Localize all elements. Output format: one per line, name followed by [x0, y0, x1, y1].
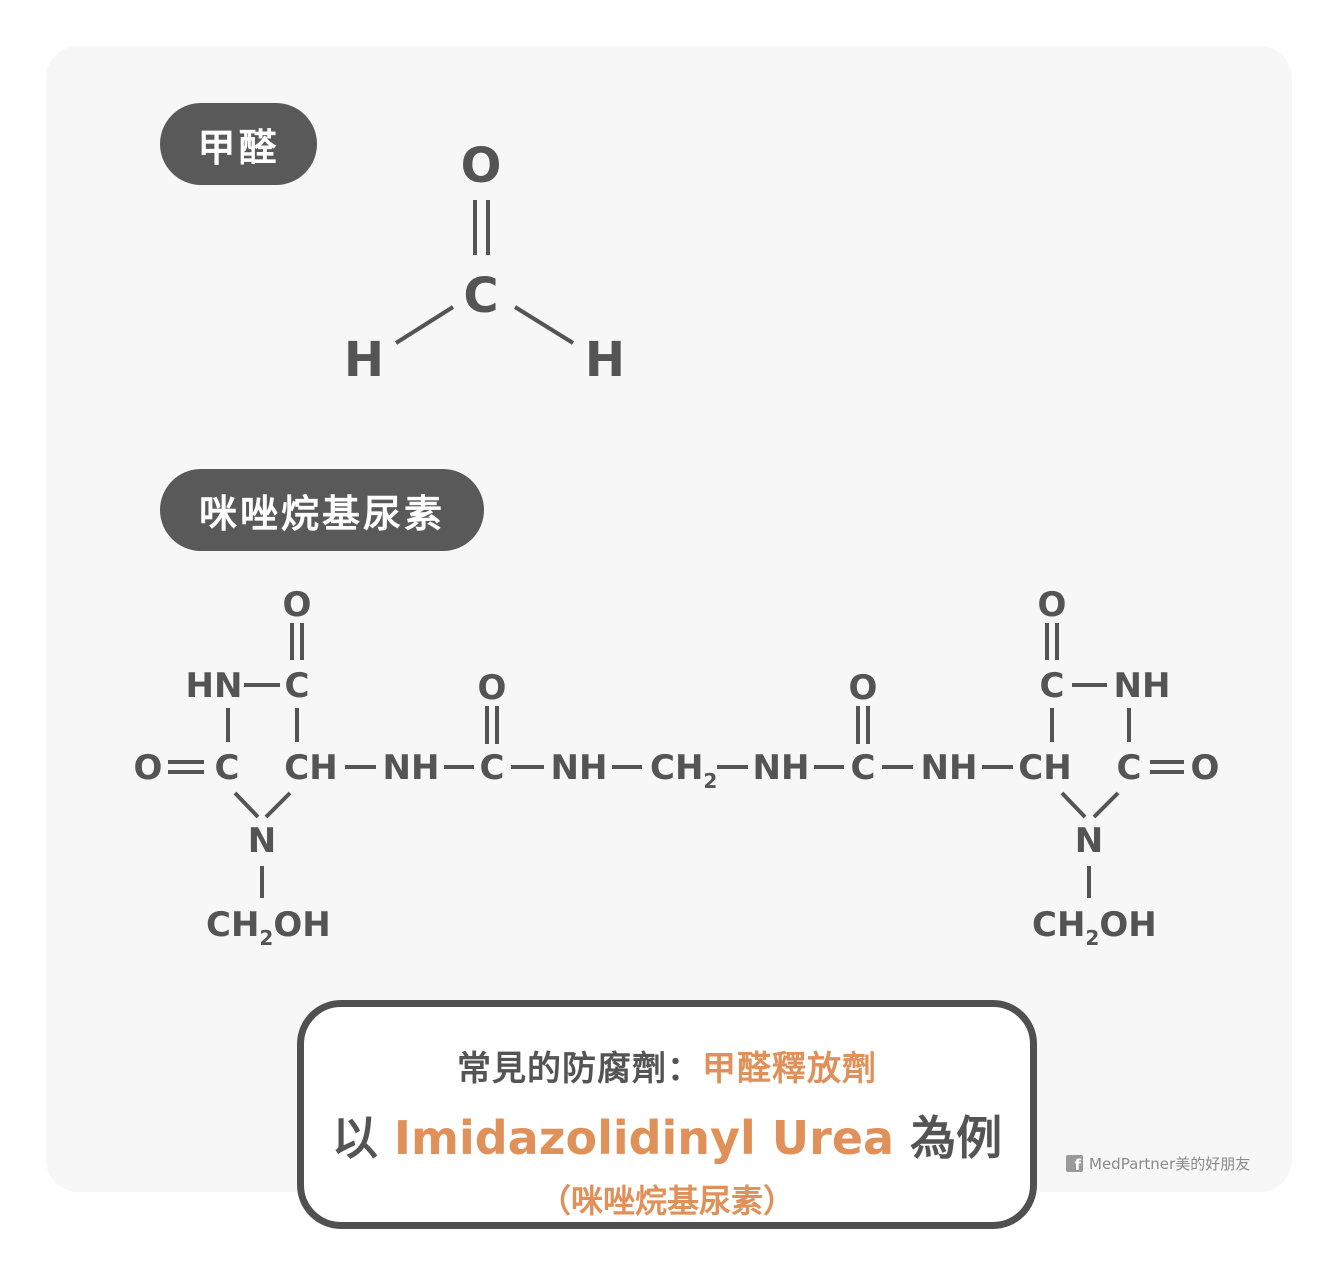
- atom-oxygen: O: [1191, 748, 1220, 788]
- ch2-subscript: 2: [703, 769, 717, 793]
- caption-line-1-prefix: 常見的防腐劑：: [457, 1049, 702, 1089]
- atom-hn: HN: [186, 666, 243, 706]
- ch2oh-subscript: 2: [259, 926, 273, 950]
- caption-line-2-suffix: 為例: [894, 1111, 1003, 1165]
- single-bond-line: [394, 305, 455, 345]
- atom-nh: NH: [383, 748, 440, 788]
- formaldehyde-label: 甲醛: [160, 103, 317, 185]
- caption-line-2-prefix: 以: [331, 1111, 394, 1165]
- formaldehyde-structure: O C H H: [344, 138, 625, 388]
- atom-ch: CH: [1018, 748, 1071, 788]
- atom-carbon: C: [1117, 748, 1142, 788]
- atom-nh: NH: [753, 748, 810, 788]
- caption-box: 常見的防腐劑：甲醛釋放劑 以 Imidazolidinyl Urea 為例 （咪…: [297, 1000, 1037, 1229]
- atom-carbon: C: [1040, 666, 1065, 706]
- ch2-ch: CH: [650, 748, 703, 788]
- atom-nitrogen: N: [1075, 821, 1103, 861]
- single-bond-line: [513, 305, 575, 345]
- atom-carbon: C: [463, 268, 498, 324]
- atom-carbon: C: [851, 748, 876, 788]
- ch2oh-ch: CH: [1032, 905, 1085, 945]
- atom-oxygen: O: [849, 668, 878, 708]
- single-bond-line: [233, 791, 260, 819]
- facebook-icon: [1066, 1155, 1083, 1174]
- caption-line-2-accent: Imidazolidinyl Urea: [393, 1111, 895, 1165]
- credit-text: MedPartner美的好朋友: [1089, 1155, 1251, 1173]
- atom-nh: NH: [1114, 666, 1171, 706]
- atom-ch2oh: CH2OH: [206, 905, 331, 950]
- atom-hydrogen-right: H: [585, 332, 625, 388]
- credit: MedPartner美的好朋友: [1066, 1153, 1250, 1174]
- single-bond-line: [264, 791, 292, 819]
- atom-carbon: C: [215, 748, 240, 788]
- atom-ch: CH: [284, 748, 337, 788]
- atom-ch2: CH2: [650, 748, 717, 793]
- atom-oxygen: O: [1038, 585, 1067, 625]
- ch2oh-subscript: 2: [1085, 926, 1099, 950]
- caption-line-2: 以 Imidazolidinyl Urea 為例: [304, 1102, 1030, 1168]
- caption-line-1-accent: 甲醛釋放劑: [702, 1049, 877, 1089]
- atom-ch2oh: CH2OH: [1032, 905, 1157, 950]
- ch2oh-oh: OH: [1099, 905, 1156, 945]
- atom-hydrogen-left: H: [344, 332, 384, 388]
- single-bond-line: [1092, 791, 1120, 819]
- caption-line-1: 常見的防腐劑：甲醛釋放劑: [304, 1041, 1030, 1090]
- single-bond-line: [1060, 791, 1087, 819]
- atom-carbon: C: [285, 666, 310, 706]
- ch2oh-ch: CH: [206, 905, 259, 945]
- caption-line-3: （咪唑烷基尿素）: [538, 1182, 795, 1220]
- atom-oxygen: O: [478, 668, 507, 708]
- atom-oxygen: O: [134, 748, 163, 788]
- ch2oh-oh: OH: [273, 905, 330, 945]
- atom-oxygen: O: [461, 138, 502, 194]
- atom-nitrogen: N: [248, 821, 276, 861]
- imidazolidinyl-urea-structure: O HN C O C CH N CH2OH NH O C NH CH2 NH O: [134, 585, 1220, 950]
- imidazolidinyl-urea-label: 咪唑烷基尿素: [160, 469, 484, 551]
- atom-carbon: C: [480, 748, 505, 788]
- atom-oxygen: O: [283, 585, 312, 625]
- atom-nh: NH: [921, 748, 978, 788]
- atom-nh: NH: [551, 748, 608, 788]
